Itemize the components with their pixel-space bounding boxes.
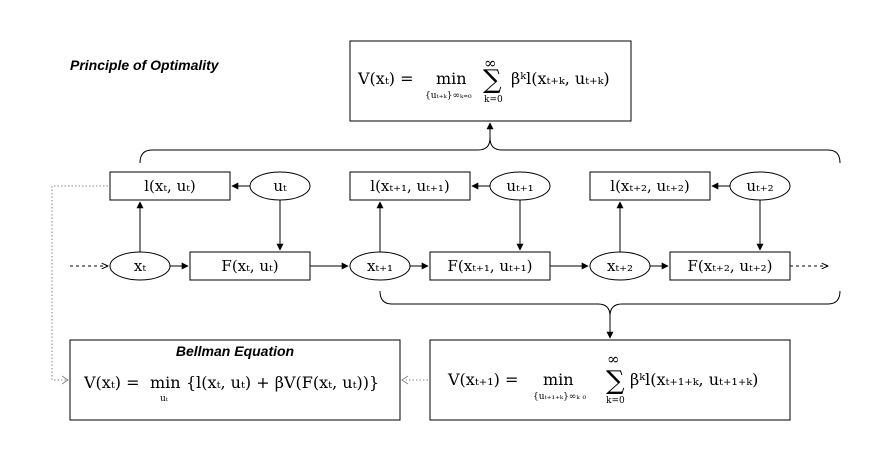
cost-label-t2: l(xₜ₊₂, uₜ₊₂)	[610, 177, 689, 195]
next-eq-sum-top: ∞	[607, 350, 620, 368]
top-eq-min: min	[436, 69, 467, 88]
diagram-title: Principle of Optimality	[70, 57, 220, 73]
transition-label-t1: F(xₜ₊₁, uₜ₊₁)	[447, 257, 532, 275]
value-function-box	[349, 40, 632, 122]
cost-label-t1: l(xₜ₊₁, uₜ₊₁)	[370, 177, 449, 195]
next-eq-min: min	[543, 370, 574, 389]
state-label-t: xₜ	[134, 257, 146, 275]
cost-label-t: l(xₜ, uₜ)	[144, 177, 196, 195]
bellman-min-sub: uₜ	[160, 394, 169, 404]
control-label-t2: uₜ₊₂	[746, 177, 773, 195]
top-eq-sum-top: ∞	[484, 54, 497, 72]
next-eq-min-sub: {uₜ₊₁₊ₖ}∞ₖ ₀	[533, 392, 587, 402]
bellman-lhs: V(xₜ) =	[83, 373, 140, 392]
next-eq-lhs: V(xₜ₊₁) =	[447, 370, 518, 389]
top-eq-rhs: βᵏl(xₜ₊ₖ, uₜ₊ₖ)	[511, 69, 610, 88]
top-eq-sum: ∑	[483, 65, 502, 95]
transition-label-t: F(xₜ, uₜ)	[221, 257, 278, 275]
transition-box-t2	[669, 251, 791, 281]
next-eq-sum-bottom: k=0	[606, 396, 625, 406]
next-value-to-bellman-arrowhead	[401, 375, 409, 385]
bellman-rhs: {l(xₜ, uₜ) + βV(F(xₜ, uₜ))}	[186, 373, 379, 392]
cost-to-bellman-link	[51, 185, 108, 381]
next-eq-rhs: βᵏl(xₜ₊₁₊ₖ, uₜ₊₁₊ₖ)	[630, 370, 758, 389]
state-label-t2: xₜ₊₂	[607, 257, 633, 275]
control-label-t1: uₜ₊₁	[506, 177, 533, 195]
next-value-box	[429, 339, 791, 421]
cost-box-t2	[589, 171, 711, 201]
transition-label-t2: F(xₜ₊₂, uₜ₊₂)	[687, 257, 772, 275]
top-eq-lhs: V(xₜ) =	[357, 69, 414, 88]
bottom-brace	[379, 290, 841, 317]
cost-to-bellman-arrowhead	[61, 375, 69, 385]
state-label-t1: xₜ₊₁	[367, 257, 393, 275]
transition-box-t1	[429, 251, 551, 281]
bellman-min: min	[150, 373, 181, 392]
control-label-t: uₜ	[273, 177, 287, 195]
top-eq-min-sub: {uₜ₊ₖ}∞ₖ₌₀	[425, 91, 472, 101]
next-eq-sum: ∑	[606, 366, 625, 396]
top-eq-sum-bottom: k=0	[484, 95, 503, 105]
cost-box-t1	[349, 171, 471, 201]
bellman-box	[69, 339, 401, 421]
cost-box-t	[109, 171, 231, 201]
top-brace	[139, 137, 841, 164]
bellman-title: Bellman Equation	[176, 343, 294, 359]
